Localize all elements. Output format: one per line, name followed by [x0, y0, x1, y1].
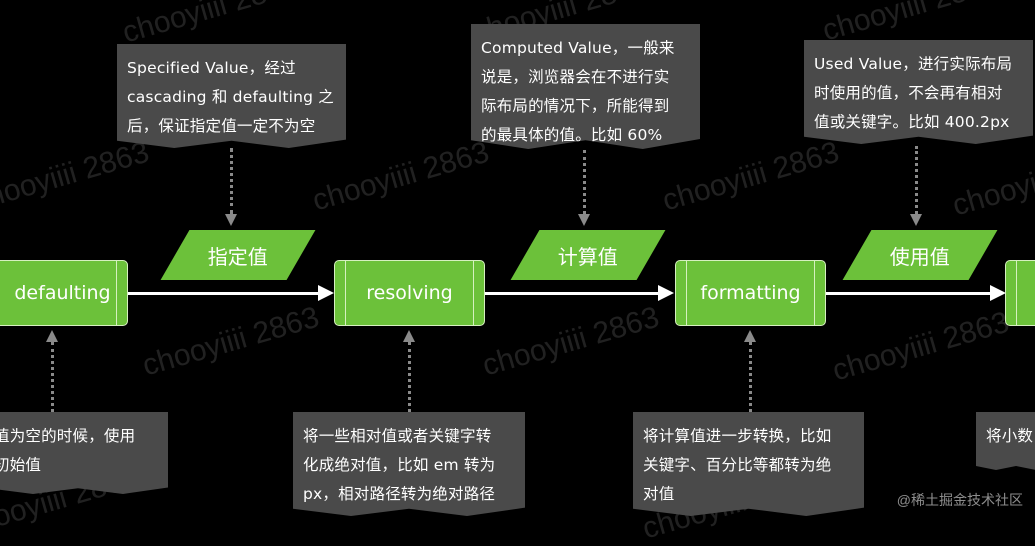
data-label: 计算值 — [558, 244, 618, 269]
dotted-connector — [749, 342, 752, 412]
watermark: chooyiiii 2863 — [478, 300, 663, 383]
flow-arrowhead — [990, 285, 1006, 301]
dotted-connector — [408, 342, 411, 412]
flow-arrow — [484, 292, 658, 295]
dotted-connector — [915, 146, 918, 214]
process-label: resolving — [366, 282, 453, 304]
dotted-arrowhead — [403, 330, 415, 342]
note-resolving: 将一些相对值或者关键字转 化成绝对值，比如 em 转为 px，相对路径转为绝对路… — [293, 412, 525, 516]
data-label: 指定值 — [208, 244, 268, 269]
note-defaulting: 值为空的时候，使用 初始值 — [0, 412, 168, 494]
process-label: defaulting — [14, 282, 111, 304]
flow-arrow — [128, 292, 318, 295]
watermark: chooyiiii 2863 — [308, 135, 493, 218]
flow-arrowhead — [658, 285, 674, 301]
flow-arrow — [826, 292, 990, 295]
data-label: 使用值 — [890, 244, 950, 269]
dotted-connector — [51, 342, 54, 412]
dotted-arrowhead — [744, 330, 756, 342]
watermark: chooyiiii 2863 — [658, 135, 843, 218]
watermark: chooyiiii 2863 — [118, 0, 303, 50]
process-defaulting: defaulting — [0, 260, 128, 326]
dotted-arrowhead — [225, 214, 237, 226]
watermark: chooyiiii 2863 — [828, 305, 1013, 388]
process-partial-right — [1005, 260, 1035, 326]
process-label: formatting — [700, 282, 801, 304]
process-formatting: formatting — [675, 260, 826, 326]
dotted-arrowhead — [578, 214, 590, 226]
process-resolving: resolving — [334, 260, 485, 326]
dotted-connector — [230, 148, 233, 214]
note-formatting: 将计算值进一步转换，比如 关键字、百分比等都转为绝 对值 — [633, 412, 864, 516]
note-specified-value: Specified Value，经过 cascading 和 defaultin… — [117, 44, 346, 148]
dotted-arrowhead — [46, 330, 58, 342]
data-specified-value: 指定值 — [160, 230, 316, 280]
dotted-arrowhead — [910, 214, 922, 226]
watermark: chooyiiii 2863 — [0, 135, 153, 218]
data-used-value: 使用值 — [842, 230, 998, 280]
flow-arrowhead — [318, 285, 334, 301]
note-partial-right: 将小数 — [976, 412, 1035, 470]
note-computed-value: Computed Value，一般来 说是，浏览器会在不进行实 际布局的情况下，… — [471, 24, 700, 149]
corner-watermark: @稀土掘金技术社区 — [896, 492, 1023, 508]
note-used-value: Used Value，进行实际布局 时使用的值，不会再有相对 值或关键字。比如 … — [804, 40, 1033, 144]
watermark: chooyiiii 2863 — [138, 300, 323, 383]
watermark: chooyiiii 2863 — [948, 141, 1035, 223]
data-computed-value: 计算值 — [510, 230, 666, 280]
dotted-connector — [583, 150, 586, 214]
